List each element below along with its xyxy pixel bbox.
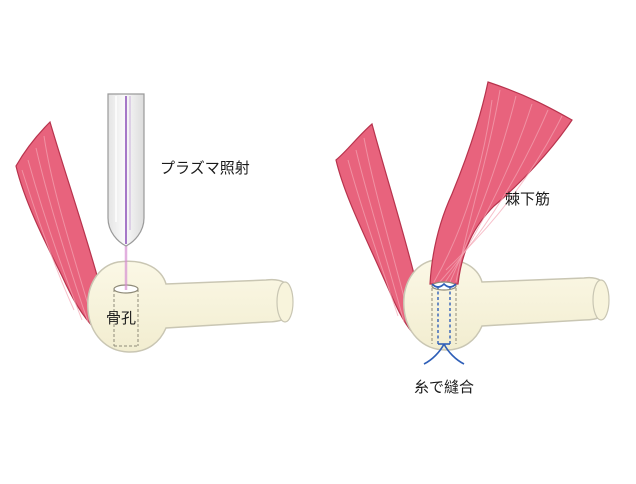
muscle-right-lower: [335, 122, 421, 333]
suture-label: 糸で縫合: [414, 378, 475, 396]
bone-hole-label: 骨孔: [106, 309, 137, 327]
muscle-left-body: [15, 120, 105, 331]
left-panel: [15, 93, 294, 353]
plasma-irradiation-label: プラズマ照射: [160, 159, 250, 177]
muscle-right-upper: [429, 81, 573, 285]
bone-left-body: [87, 260, 293, 353]
muscle-left: [15, 120, 105, 331]
bone-left: [87, 260, 294, 353]
plasma-probe: [107, 93, 145, 247]
right-panel: [335, 81, 610, 365]
infraspinatus-label: 棘下筋: [505, 190, 551, 208]
suture-thread: [423, 282, 465, 365]
